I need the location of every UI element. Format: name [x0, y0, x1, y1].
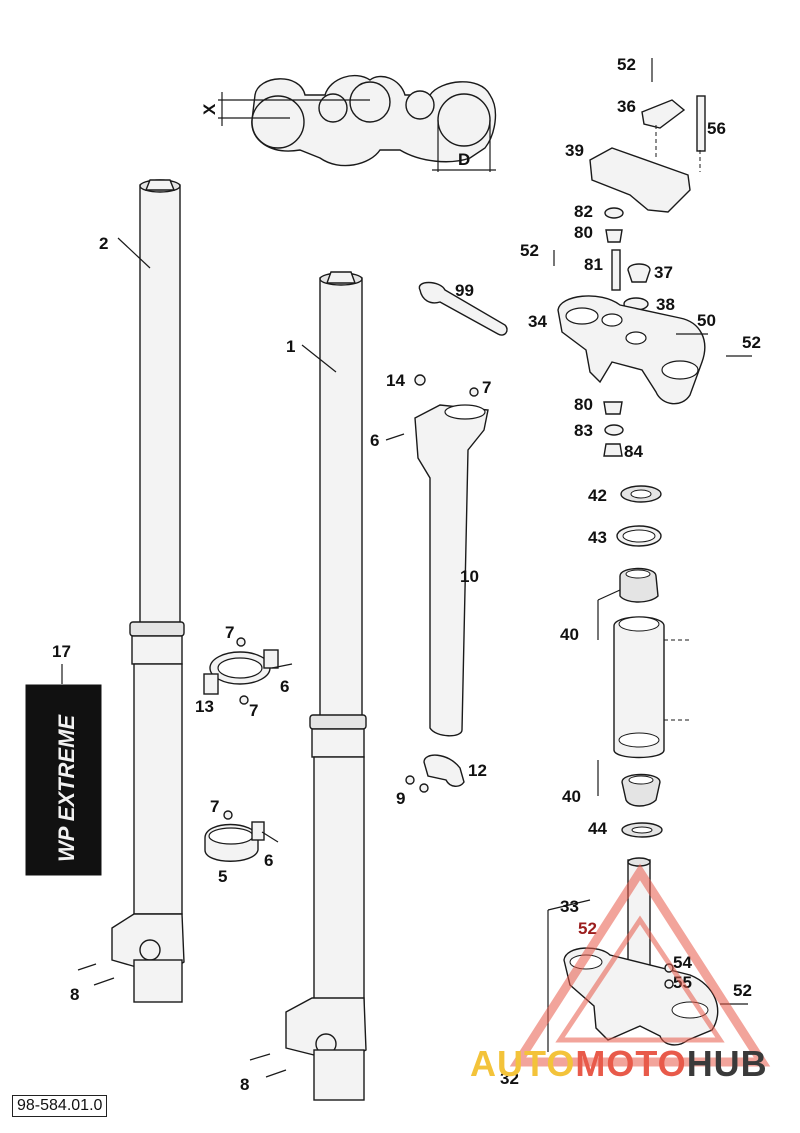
callout-52d: 52	[578, 919, 597, 938]
guide-12: 12 9	[396, 754, 487, 808]
callout-80a: 80	[574, 223, 593, 242]
callout-56: 56	[707, 119, 726, 138]
callout-6b: 6	[264, 851, 273, 870]
callout-7c: 7	[210, 797, 219, 816]
steering-bearings: 42 43 40 40 44	[560, 485, 690, 838]
callout-54: 54	[673, 953, 692, 972]
callout-12: 12	[468, 761, 487, 780]
callout-80b: 80	[574, 395, 593, 414]
callout-83: 83	[574, 421, 593, 440]
callout-2: 2	[99, 234, 108, 253]
clamp-5: 7 6 5	[204, 797, 279, 886]
watermark-part-hub: HUB	[686, 1043, 768, 1084]
callout-17: 17	[52, 642, 71, 661]
callout-81: 81	[584, 255, 603, 274]
bolts-8-right: 8	[240, 1053, 287, 1094]
bolts-8-left: 8	[70, 963, 115, 1004]
callout-6a: 6	[280, 677, 289, 696]
callout-50: 50	[697, 311, 716, 330]
callout-8b: 8	[240, 1075, 249, 1094]
callout-9: 9	[396, 789, 405, 808]
callout-38: 38	[656, 295, 675, 314]
watermark-part-auto: AUTO	[470, 1043, 576, 1084]
callout-8a: 8	[70, 985, 79, 1004]
callout-42: 42	[588, 486, 607, 505]
callout-7a: 7	[225, 623, 234, 642]
fork-guard-10: 14 7 6 10	[370, 371, 491, 737]
callout-82: 82	[574, 202, 593, 221]
callout-32: 32	[500, 1069, 519, 1088]
callout-1: 1	[286, 337, 295, 356]
watermark-text: AUTOMOTOHUB	[470, 1043, 768, 1085]
callout-33: 33	[560, 897, 579, 916]
sticker-text: WP EXTREME	[54, 714, 79, 862]
fork-leg-right: 1	[285, 271, 367, 1101]
clamp-13: 7 6 13 7	[195, 623, 293, 720]
callout-44: 44	[588, 819, 607, 838]
callout-43: 43	[588, 528, 607, 547]
callout-52a: 52	[617, 55, 636, 74]
callout-99: 99	[455, 281, 474, 300]
callout-5: 5	[218, 867, 227, 886]
callout-39: 39	[565, 141, 584, 160]
fork-leg-left: 2	[99, 179, 185, 1003]
watermark-logo	[509, 863, 771, 1067]
callout-13: 13	[195, 697, 214, 716]
drawing-number: 98-584.01.0	[12, 1095, 108, 1117]
callout-10: 10	[460, 567, 479, 586]
callout-52c: 52	[742, 333, 761, 352]
dimension-x-label: X	[200, 103, 219, 115]
callout-40a: 40	[560, 625, 579, 644]
tool-99: 99	[418, 281, 508, 336]
callout-6c: 6	[370, 431, 379, 450]
callout-7d: 7	[482, 378, 491, 397]
callout-84: 84	[624, 442, 643, 461]
callout-7b: 7	[249, 701, 258, 720]
callout-40b: 40	[562, 787, 581, 806]
callout-34: 34	[528, 312, 547, 331]
top-clamp-dimension-drawing: X D	[200, 75, 497, 172]
callout-37: 37	[654, 263, 673, 282]
steering-assembly-upper: 52 36 56 39 82 80 52 81 37 38 34 50 52 8…	[520, 55, 761, 461]
callout-52e: 52	[733, 981, 752, 1000]
callout-36: 36	[617, 97, 636, 116]
callout-52b: 52	[520, 241, 539, 260]
watermark-part-moto: MOTO	[575, 1043, 687, 1084]
callout-14: 14	[386, 371, 405, 390]
dimension-d-label: D	[458, 150, 470, 169]
sticker-wp-extreme: WP EXTREME 17	[25, 642, 102, 876]
